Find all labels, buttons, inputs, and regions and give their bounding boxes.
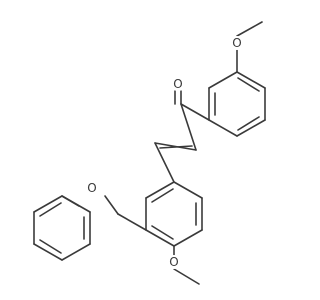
carbonyl-oxygen: O — [171, 77, 185, 91]
svg-text:O: O — [169, 255, 178, 269]
top-methoxy-group — [236, 21, 263, 73]
svg-text:O: O — [232, 36, 241, 50]
phenoxy-ring — [33, 195, 91, 261]
ether-oxygen: O — [85, 181, 99, 195]
chemical-structure-diagram: O O O O — [33, 21, 266, 285]
svg-text:O: O — [173, 77, 182, 91]
central-phenyl-ring — [145, 181, 203, 247]
methoxyphenyl-ring — [208, 71, 266, 137]
top-methoxy-oxygen: O — [230, 36, 244, 50]
benzyloxy-linker — [104, 195, 147, 231]
bottom-methoxy-group — [173, 245, 200, 285]
bottom-methoxy-oxygen: O — [167, 255, 181, 269]
svg-text:O: O — [87, 181, 96, 195]
enone-chain — [154, 90, 210, 183]
